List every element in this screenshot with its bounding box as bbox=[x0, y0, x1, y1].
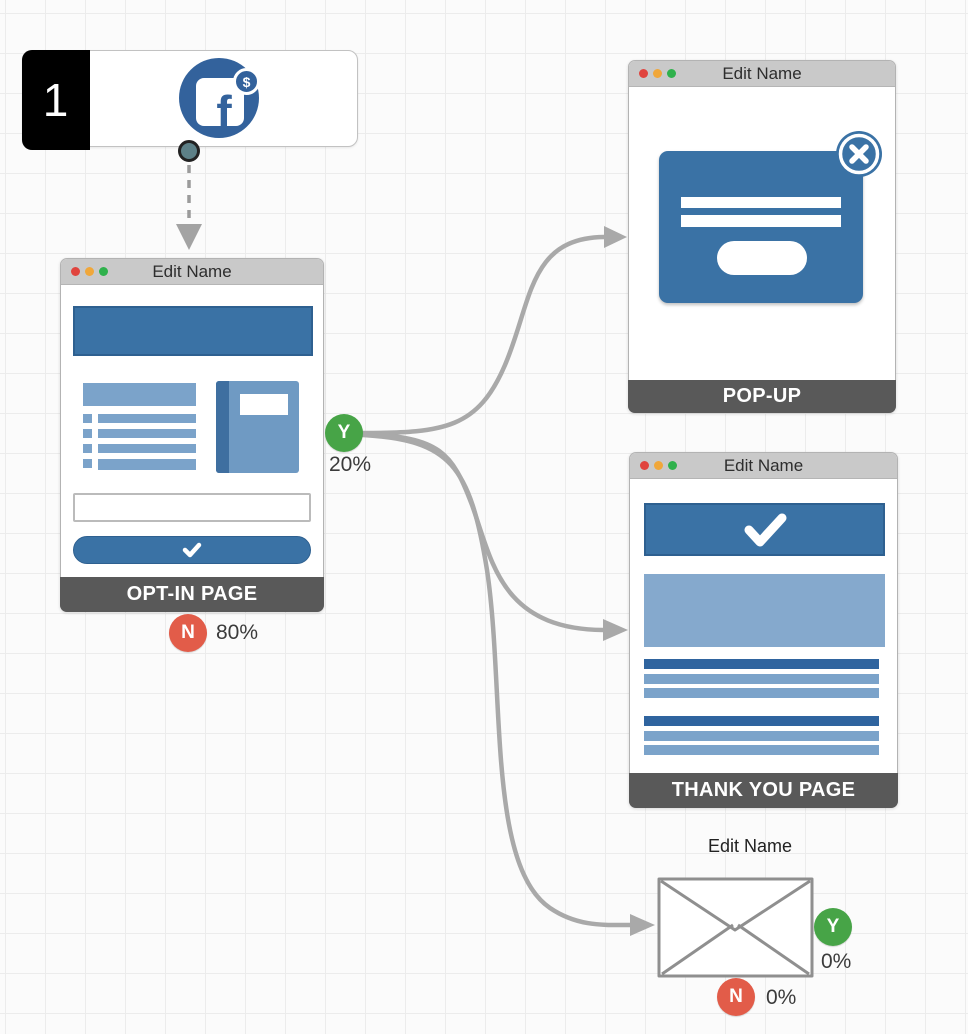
window-traffic-lights bbox=[639, 69, 676, 78]
no-label: N bbox=[729, 986, 743, 1007]
bullet-icon bbox=[83, 429, 92, 438]
thankyou-footer-label: THANK YOU PAGE bbox=[629, 773, 898, 808]
popup-node[interactable]: Edit Name POP-UP bbox=[628, 60, 896, 413]
optin-hero-block bbox=[73, 306, 313, 356]
minimize-dot-icon bbox=[653, 69, 662, 78]
text-line bbox=[644, 659, 879, 669]
bullet-icon bbox=[83, 414, 92, 423]
email-no-badge[interactable]: N bbox=[717, 978, 755, 1016]
arrowhead-popup bbox=[604, 226, 627, 248]
close-dot-icon bbox=[639, 69, 648, 78]
popup-text-line bbox=[681, 197, 841, 208]
window-traffic-lights bbox=[71, 267, 108, 276]
thankyou-content-block bbox=[644, 574, 885, 647]
edge-optin-to-thankyou bbox=[360, 431, 606, 633]
yes-label: Y bbox=[826, 916, 840, 937]
no-label: N bbox=[181, 622, 195, 643]
optin-no-percent: 80% bbox=[216, 621, 259, 644]
checkmark-icon bbox=[182, 542, 202, 558]
thankyou-footer-text: THANK YOU PAGE bbox=[671, 779, 856, 801]
facebook-ads-icon: f $ bbox=[179, 58, 260, 138]
text-line bbox=[644, 716, 879, 726]
thankyou-check-block bbox=[644, 503, 885, 556]
facebook-letter: f bbox=[216, 86, 232, 126]
email-envelope-icon[interactable] bbox=[657, 877, 814, 978]
optin-email-field bbox=[73, 493, 311, 522]
edge-source-to-optin bbox=[176, 165, 202, 250]
bullet-line bbox=[98, 444, 196, 453]
optin-footer-label: OPT-IN PAGE bbox=[60, 577, 324, 612]
optin-subhead-bar bbox=[83, 383, 196, 406]
bullet-line bbox=[98, 414, 196, 423]
yes-label: Y bbox=[337, 422, 351, 443]
step-number-badge: 1 bbox=[21, 49, 90, 150]
dollar-coin-icon: $ bbox=[233, 68, 260, 95]
text-line bbox=[644, 745, 879, 755]
popup-footer-label: POP-UP bbox=[628, 380, 896, 413]
email-yes-percent: 0% bbox=[821, 950, 852, 973]
popup-title[interactable]: Edit Name bbox=[722, 63, 802, 83]
thankyou-page-node[interactable]: Edit Name THANK YOU PAGE bbox=[629, 452, 898, 808]
step-number: 1 bbox=[42, 73, 69, 126]
optin-titlebar[interactable]: Edit Name bbox=[61, 259, 323, 285]
edge-optin-to-popup bbox=[360, 234, 607, 436]
optin-page-node[interactable]: Edit Name OPT-IN PAGE bbox=[60, 258, 324, 612]
popup-close-icon bbox=[836, 131, 882, 177]
arrowhead-optin bbox=[176, 224, 202, 250]
close-dot-icon bbox=[640, 461, 649, 470]
optin-submit-button bbox=[73, 536, 311, 564]
thankyou-titlebar[interactable]: Edit Name bbox=[630, 453, 897, 479]
traffic-source-node[interactable]: 1 f $ bbox=[21, 49, 358, 150]
ebook-icon bbox=[216, 381, 299, 473]
text-line bbox=[644, 674, 879, 684]
text-line bbox=[644, 731, 879, 741]
zoom-dot-icon bbox=[667, 69, 676, 78]
popup-text-line bbox=[681, 215, 841, 227]
popup-titlebar[interactable]: Edit Name bbox=[629, 61, 895, 87]
popup-footer-text: POP-UP bbox=[722, 385, 802, 407]
arrowhead-email bbox=[630, 914, 655, 936]
ebook-spine bbox=[216, 381, 229, 473]
dollar-symbol: $ bbox=[242, 73, 251, 90]
popup-cta-pill bbox=[717, 241, 807, 275]
zoom-dot-icon bbox=[99, 267, 108, 276]
email-node-title[interactable]: Edit Name bbox=[707, 836, 793, 856]
optin-yes-percent: 20% bbox=[329, 453, 372, 476]
window-traffic-lights bbox=[640, 461, 677, 470]
bullet-icon bbox=[83, 444, 92, 453]
email-no-percent: 0% bbox=[766, 986, 797, 1009]
optin-title[interactable]: Edit Name bbox=[152, 261, 232, 281]
ebook-label bbox=[240, 394, 288, 415]
optin-yes-badge[interactable]: Y bbox=[325, 414, 363, 452]
bullet-icon bbox=[83, 459, 92, 468]
thankyou-title[interactable]: Edit Name bbox=[723, 455, 804, 475]
optin-footer-text: OPT-IN PAGE bbox=[126, 583, 258, 605]
arrowhead-thankyou bbox=[603, 619, 628, 641]
optin-no-badge[interactable]: N bbox=[169, 614, 207, 652]
email-yes-badge[interactable]: Y bbox=[814, 908, 852, 946]
popup-modal-block bbox=[659, 151, 863, 303]
checkmark-icon bbox=[744, 513, 786, 546]
edge-optin-to-email bbox=[360, 432, 633, 928]
bullet-line bbox=[98, 459, 196, 470]
connection-handle[interactable] bbox=[178, 140, 200, 162]
zoom-dot-icon bbox=[668, 461, 677, 470]
close-dot-icon bbox=[71, 267, 80, 276]
minimize-dot-icon bbox=[654, 461, 663, 470]
text-line bbox=[644, 688, 879, 698]
bullet-line bbox=[98, 429, 196, 438]
minimize-dot-icon bbox=[85, 267, 94, 276]
